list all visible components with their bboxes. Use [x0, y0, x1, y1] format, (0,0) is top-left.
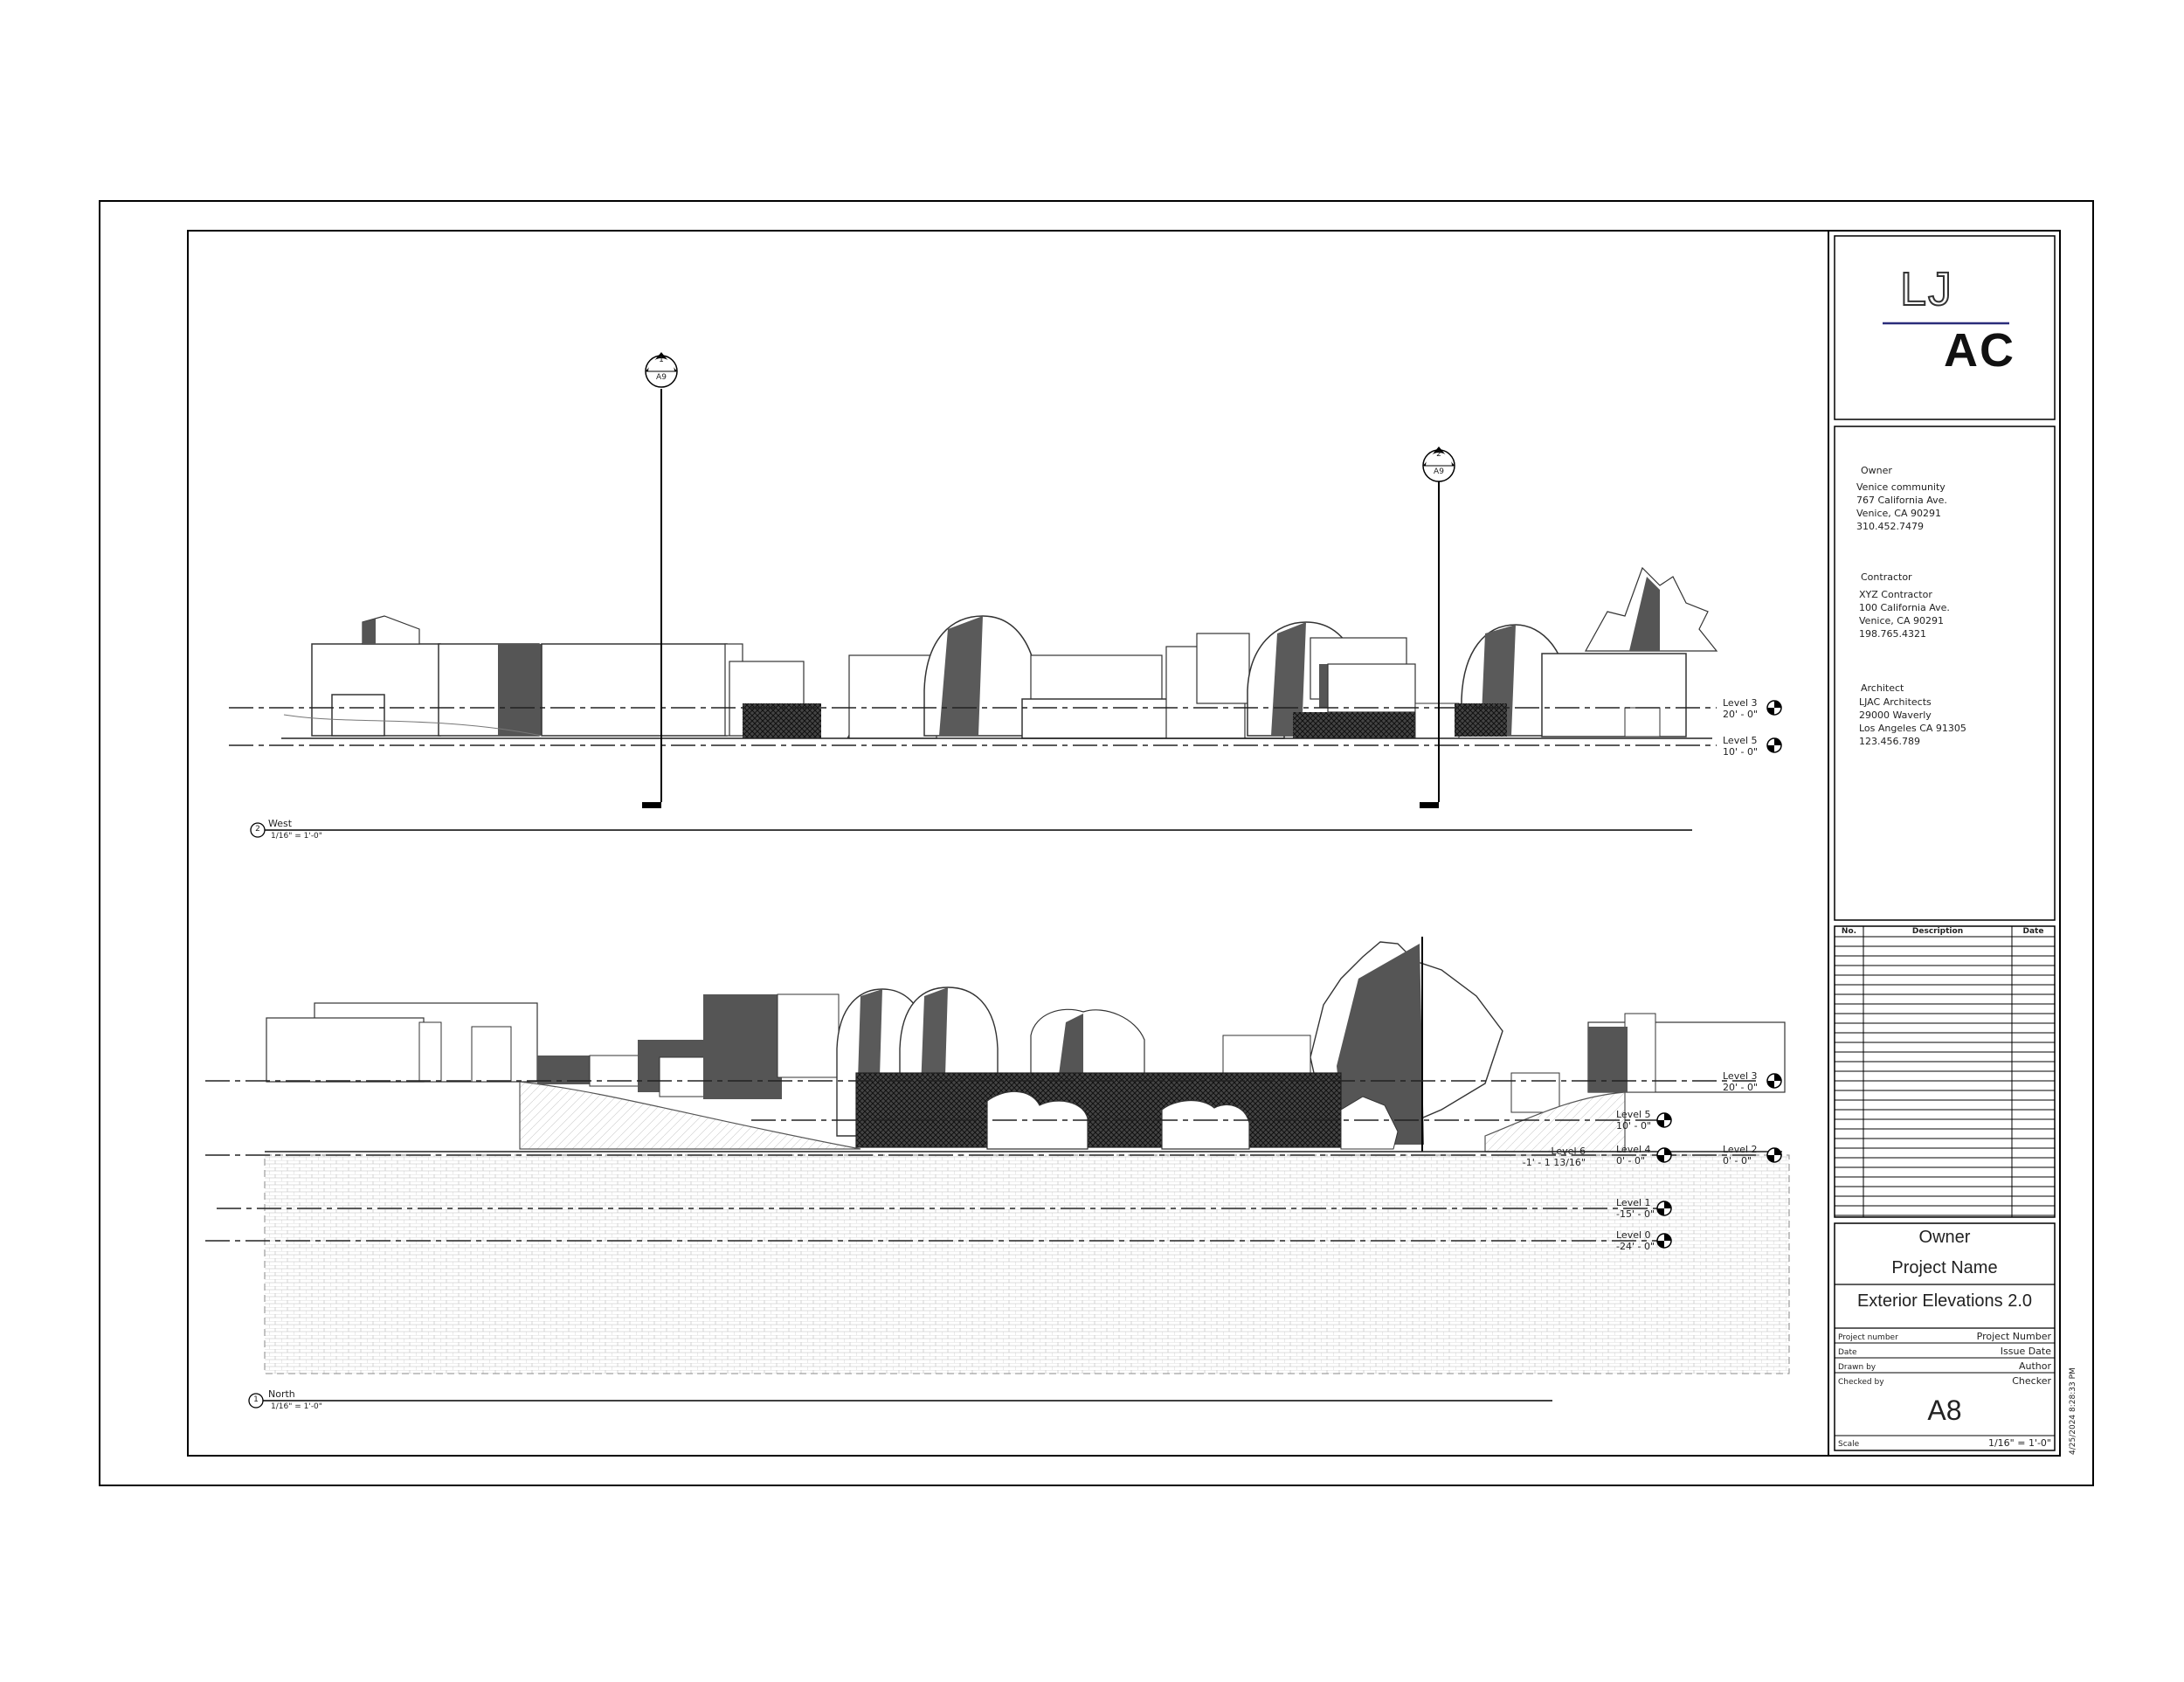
contractor-line-1: XYZ Contractor	[1859, 589, 1932, 600]
inner-border	[187, 230, 2061, 1457]
tb-owner: Owner	[1918, 1228, 1971, 1247]
north-view-bubble	[248, 1393, 264, 1409]
section-mark-1-number: 1	[659, 356, 664, 364]
level-target-icon	[1656, 1201, 1672, 1216]
section-mark-2-number: 2	[1436, 450, 1441, 459]
tb-timestamp: 4/25/2024 8:28:33 PM	[2069, 1367, 2077, 1455]
logo-top: LJ	[1899, 262, 1954, 316]
north-level-4-name: Level 4	[1616, 1144, 1651, 1155]
section-mark-2-sheet: A9	[1434, 467, 1444, 476]
north-view-scale: 1/16" = 1'-0"	[271, 1402, 322, 1411]
north-level-2-name: Level 2	[1723, 1144, 1758, 1155]
west-level-5-elev: 10' - 0"	[1723, 746, 1759, 758]
north-level-5-name: Level 5	[1616, 1109, 1651, 1120]
owner-line-4: 310.452.7479	[1856, 521, 1924, 532]
tb-drawn-by-value: Author	[2018, 1360, 2051, 1372]
north-level-6-elev: -1' - 1 13/16"	[1522, 1157, 1586, 1168]
tb-scale-label: Scale	[1838, 1440, 1860, 1449]
tb-checked-by-label: Checked by	[1838, 1378, 1884, 1387]
level-target-icon	[1766, 700, 1782, 716]
title-block	[1834, 235, 2056, 1451]
architect-heading: Architect	[1861, 682, 1904, 694]
north-level-0-name: Level 0	[1616, 1229, 1651, 1241]
section-mark-1	[645, 352, 678, 388]
owner-line-2: 767 California Ave.	[1856, 495, 1947, 506]
level-target-icon	[1766, 737, 1782, 753]
logo-bottom: AC	[1944, 324, 2015, 377]
west-view-scale: 1/16" = 1'-0"	[271, 832, 322, 841]
tb-project-number-label: Project number	[1838, 1333, 1898, 1342]
west-level-5-name: Level 5	[1723, 735, 1758, 746]
north-level-1-elev: -15' - 0"	[1616, 1208, 1655, 1220]
north-elevation	[205, 937, 1790, 1402]
architect-line-2: 29000 Waverly	[1859, 709, 1932, 721]
north-level-2-elev: 0' - 0"	[1723, 1155, 1752, 1166]
west-elevation	[229, 389, 1718, 831]
owner-line-3: Venice, CA 90291	[1856, 508, 1941, 519]
architect-line-4: 123.456.789	[1859, 736, 1920, 747]
tb-drawn-by-label: Drawn by	[1838, 1363, 1876, 1372]
outer-border	[99, 200, 2094, 1486]
level-target-icon	[1656, 1147, 1672, 1163]
tb-project-number-value: Project Number	[1976, 1331, 2051, 1342]
tb-project-name: Project Name	[1891, 1258, 1998, 1277]
architect-line-1: LJAC Architects	[1859, 696, 1932, 708]
contractor-line-4: 198.765.4321	[1859, 628, 1926, 640]
owner-line-1: Venice community	[1856, 481, 1946, 493]
tb-scale-value: 1/16" = 1'-0"	[1987, 1437, 2051, 1449]
tb-date-label: Date	[1838, 1348, 1857, 1357]
north-level-3-elev: 20' - 0"	[1723, 1082, 1759, 1093]
revision-col-description: Description	[1911, 927, 1964, 936]
north-view-number: 1	[253, 1395, 259, 1404]
west-level-3-name: Level 3	[1723, 697, 1758, 709]
level-target-icon	[1656, 1233, 1672, 1249]
west-view-title: West	[268, 818, 293, 829]
tb-date-value: Issue Date	[2000, 1346, 2051, 1357]
north-level-5-elev: 10' - 0"	[1616, 1120, 1652, 1132]
tb-sheet-number: A8	[1927, 1395, 1962, 1426]
contractor-heading: Contractor	[1861, 571, 1912, 583]
architect-line-3: Los Angeles CA 91305	[1859, 723, 1966, 734]
north-level-3-name: Level 3	[1723, 1070, 1758, 1082]
north-level-6-name: Level 6	[1551, 1146, 1586, 1157]
level-target-icon	[1656, 1112, 1672, 1128]
north-view-title: North	[268, 1388, 295, 1400]
revision-col-date: Date	[2022, 927, 2044, 936]
north-level-1-name: Level 1	[1616, 1197, 1651, 1208]
north-level-0-elev: -24' - 0"	[1616, 1241, 1655, 1252]
revision-col-no: No.	[1841, 927, 1857, 936]
west-view-number: 2	[255, 825, 260, 834]
level-target-icon	[1766, 1147, 1782, 1163]
contractor-line-3: Venice, CA 90291	[1859, 615, 1944, 626]
tb-sheet-title: Exterior Elevations 2.0	[1856, 1291, 2033, 1311]
west-level-3-elev: 20' - 0"	[1723, 709, 1759, 720]
tb-checked-by-value: Checker	[2012, 1375, 2051, 1387]
section-mark-1-sheet: A9	[656, 373, 667, 382]
contractor-line-2: 100 California Ave.	[1859, 602, 1950, 613]
section-mark-2	[1422, 446, 1455, 482]
level-target-icon	[1766, 1073, 1782, 1089]
owner-heading: Owner	[1861, 465, 1892, 476]
west-view-bubble	[250, 822, 266, 838]
north-level-4-elev: 0' - 0"	[1616, 1155, 1646, 1166]
